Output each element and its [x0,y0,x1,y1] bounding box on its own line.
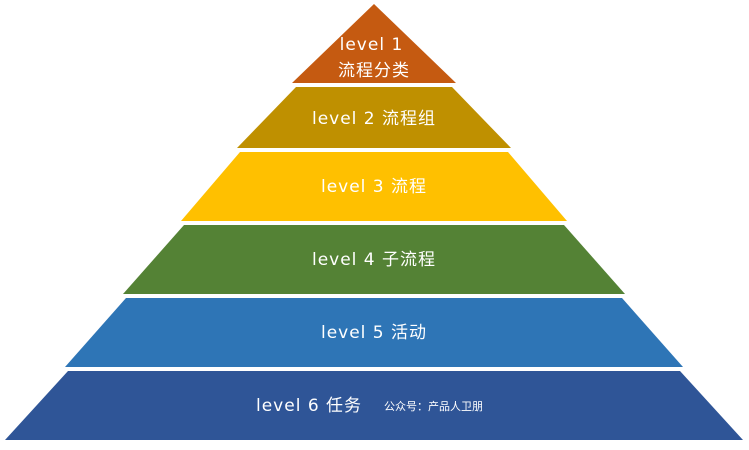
pyramid-tier-1 [292,4,456,83]
pyramid-tier-3 [181,152,567,221]
pyramid-tier-2 [237,87,511,148]
pyramid-tier-5 [65,298,683,367]
tier-6-label-line-1: level 6 任务 [256,396,362,416]
tier-3-label: level 3 流程 [321,177,427,197]
tier-4-label: level 4 子流程 [312,250,436,270]
watermark-text: 公众号：产品人卫朋 [384,399,483,413]
tier-5-label: level 5 活动 [321,323,427,343]
tier-1-label-line-2: 流程分类 [338,61,410,81]
tier-6-label: level 6 任务 公众号：产品人卫朋 [256,396,483,416]
tier-5-label-line-1: level 5 活动 [321,323,427,343]
tier-4-label-line-1: level 4 子流程 [312,250,436,270]
tier-1-label: level 1 流程分类 [338,35,410,81]
tier-1-label-line-1: level 1 [340,35,404,55]
pyramid-tier-4 [123,225,625,294]
pyramid-tier-6 [5,371,743,440]
tier-2-label-line-1: level 2 流程组 [312,109,436,129]
tier-3-label-line-1: level 3 流程 [321,177,427,197]
tier-2-label: level 2 流程组 [312,109,436,129]
